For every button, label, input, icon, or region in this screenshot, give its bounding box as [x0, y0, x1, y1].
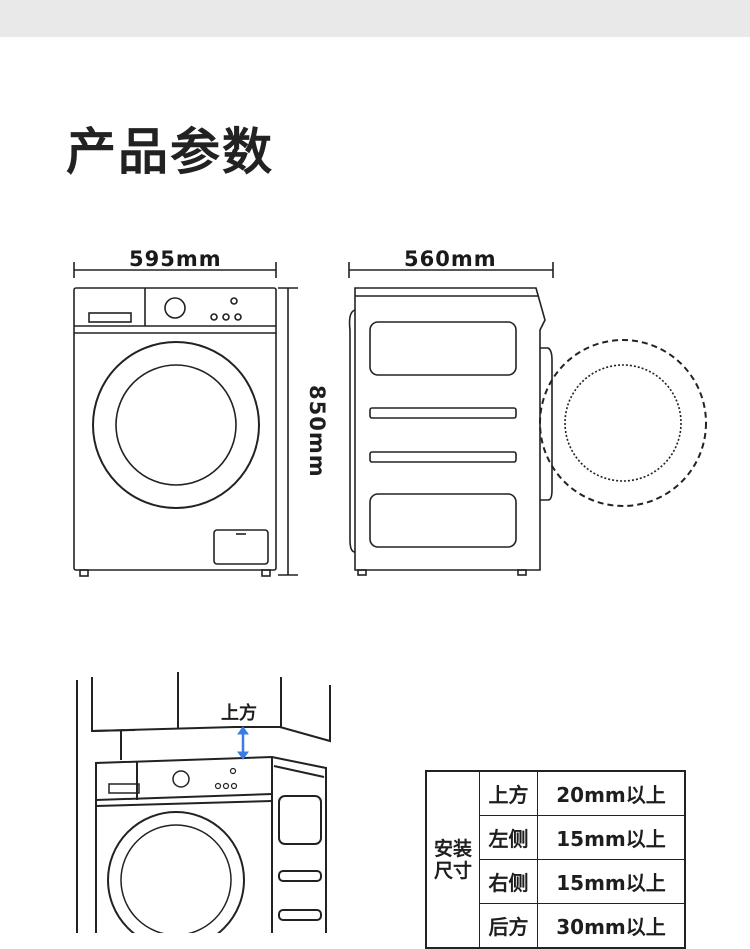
top-clearance-label: 上方	[221, 703, 257, 724]
side-view-drawing	[348, 262, 707, 576]
page-title: 产品参数	[66, 123, 274, 181]
value-cell: 30mm以上	[537, 903, 686, 949]
value-cell: 15mm以上	[537, 859, 686, 904]
side-cell: 右侧	[479, 859, 538, 904]
table-row: 安装尺寸 上方 20mm以上	[425, 770, 686, 949]
table-row: 左侧 15mm以上	[426, 815, 686, 860]
side-cell: 左侧	[479, 815, 538, 860]
table-header-cell: 安装尺寸	[425, 770, 480, 949]
depth-dimension-label: 560mm	[404, 247, 497, 271]
top-bar	[0, 0, 750, 37]
clearance-arrow-icon	[237, 726, 249, 760]
width-dimension-label: 595mm	[129, 247, 222, 271]
front-view-drawing	[73, 262, 298, 577]
value-cell: 15mm以上	[537, 815, 686, 860]
value-cell: 20mm以上	[537, 770, 686, 816]
installation-drawing	[76, 672, 331, 933]
side-cell: 上方	[479, 770, 538, 816]
installation-clearance-table: 安装尺寸 上方 20mm以上 左侧 15mm以上 右侧 15mm以上 后方 30…	[425, 770, 686, 949]
side-cell: 后方	[479, 903, 538, 949]
table-row: 右侧 15mm以上	[426, 859, 686, 904]
